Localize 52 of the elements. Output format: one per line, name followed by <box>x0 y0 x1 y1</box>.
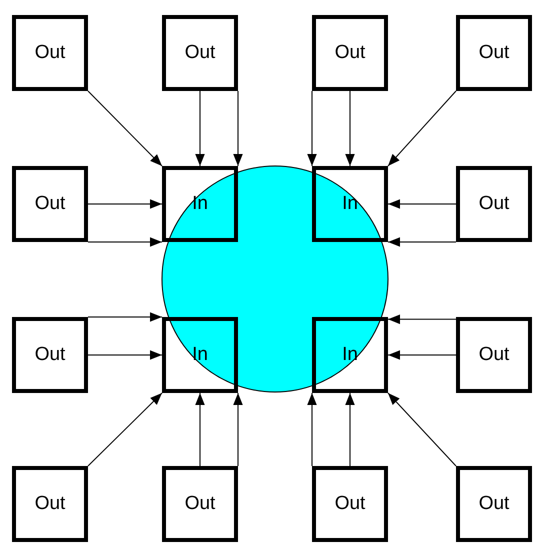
arrow <box>307 90 317 166</box>
arrow <box>345 392 355 466</box>
node-box <box>456 317 532 393</box>
arrow <box>233 90 243 166</box>
box-label: Out <box>34 344 66 366</box>
arrow <box>307 392 317 466</box>
arrow <box>388 199 456 209</box>
node-box <box>162 166 238 242</box>
arrow <box>388 314 456 324</box>
node-box <box>162 15 238 91</box>
node-box <box>12 15 88 91</box>
arrow <box>388 90 456 166</box>
arrow <box>88 350 162 360</box>
node-box <box>456 15 532 91</box>
node-box <box>12 166 88 242</box>
box-label: Out <box>478 493 510 515</box>
box-label: Out <box>184 42 216 64</box>
node-box <box>312 15 388 91</box>
box-label: Out <box>34 42 66 64</box>
arrow <box>88 392 162 466</box>
box-label: Out <box>334 42 366 64</box>
box-label: Out <box>334 493 366 515</box>
node-box <box>456 166 532 242</box>
box-label: Out <box>184 493 216 515</box>
arrow <box>388 392 456 466</box>
node-box <box>12 317 88 393</box>
node-box <box>456 466 532 542</box>
arrow <box>388 350 456 360</box>
node-box <box>312 317 388 393</box>
node-box <box>162 466 238 542</box>
arrow <box>88 199 162 209</box>
box-label: Out <box>34 193 66 215</box>
box-label: In <box>342 193 358 215</box>
box-label: In <box>342 344 358 366</box>
arrow <box>345 90 355 166</box>
arrow <box>195 90 205 166</box>
box-label: Out <box>478 344 510 366</box>
box-label: Out <box>478 42 510 64</box>
arrow <box>233 392 243 466</box>
arrow <box>88 312 162 322</box>
node-box <box>312 466 388 542</box>
box-label: Out <box>478 193 510 215</box>
box-label: Out <box>34 493 66 515</box>
arrow <box>88 90 162 166</box>
box-label: In <box>192 193 208 215</box>
arrow <box>388 237 456 247</box>
node-box <box>312 166 388 242</box>
node-box <box>162 317 238 393</box>
arrow <box>195 392 205 466</box>
node-box <box>12 466 88 542</box>
arrow <box>88 237 162 247</box>
box-label: In <box>192 344 208 366</box>
